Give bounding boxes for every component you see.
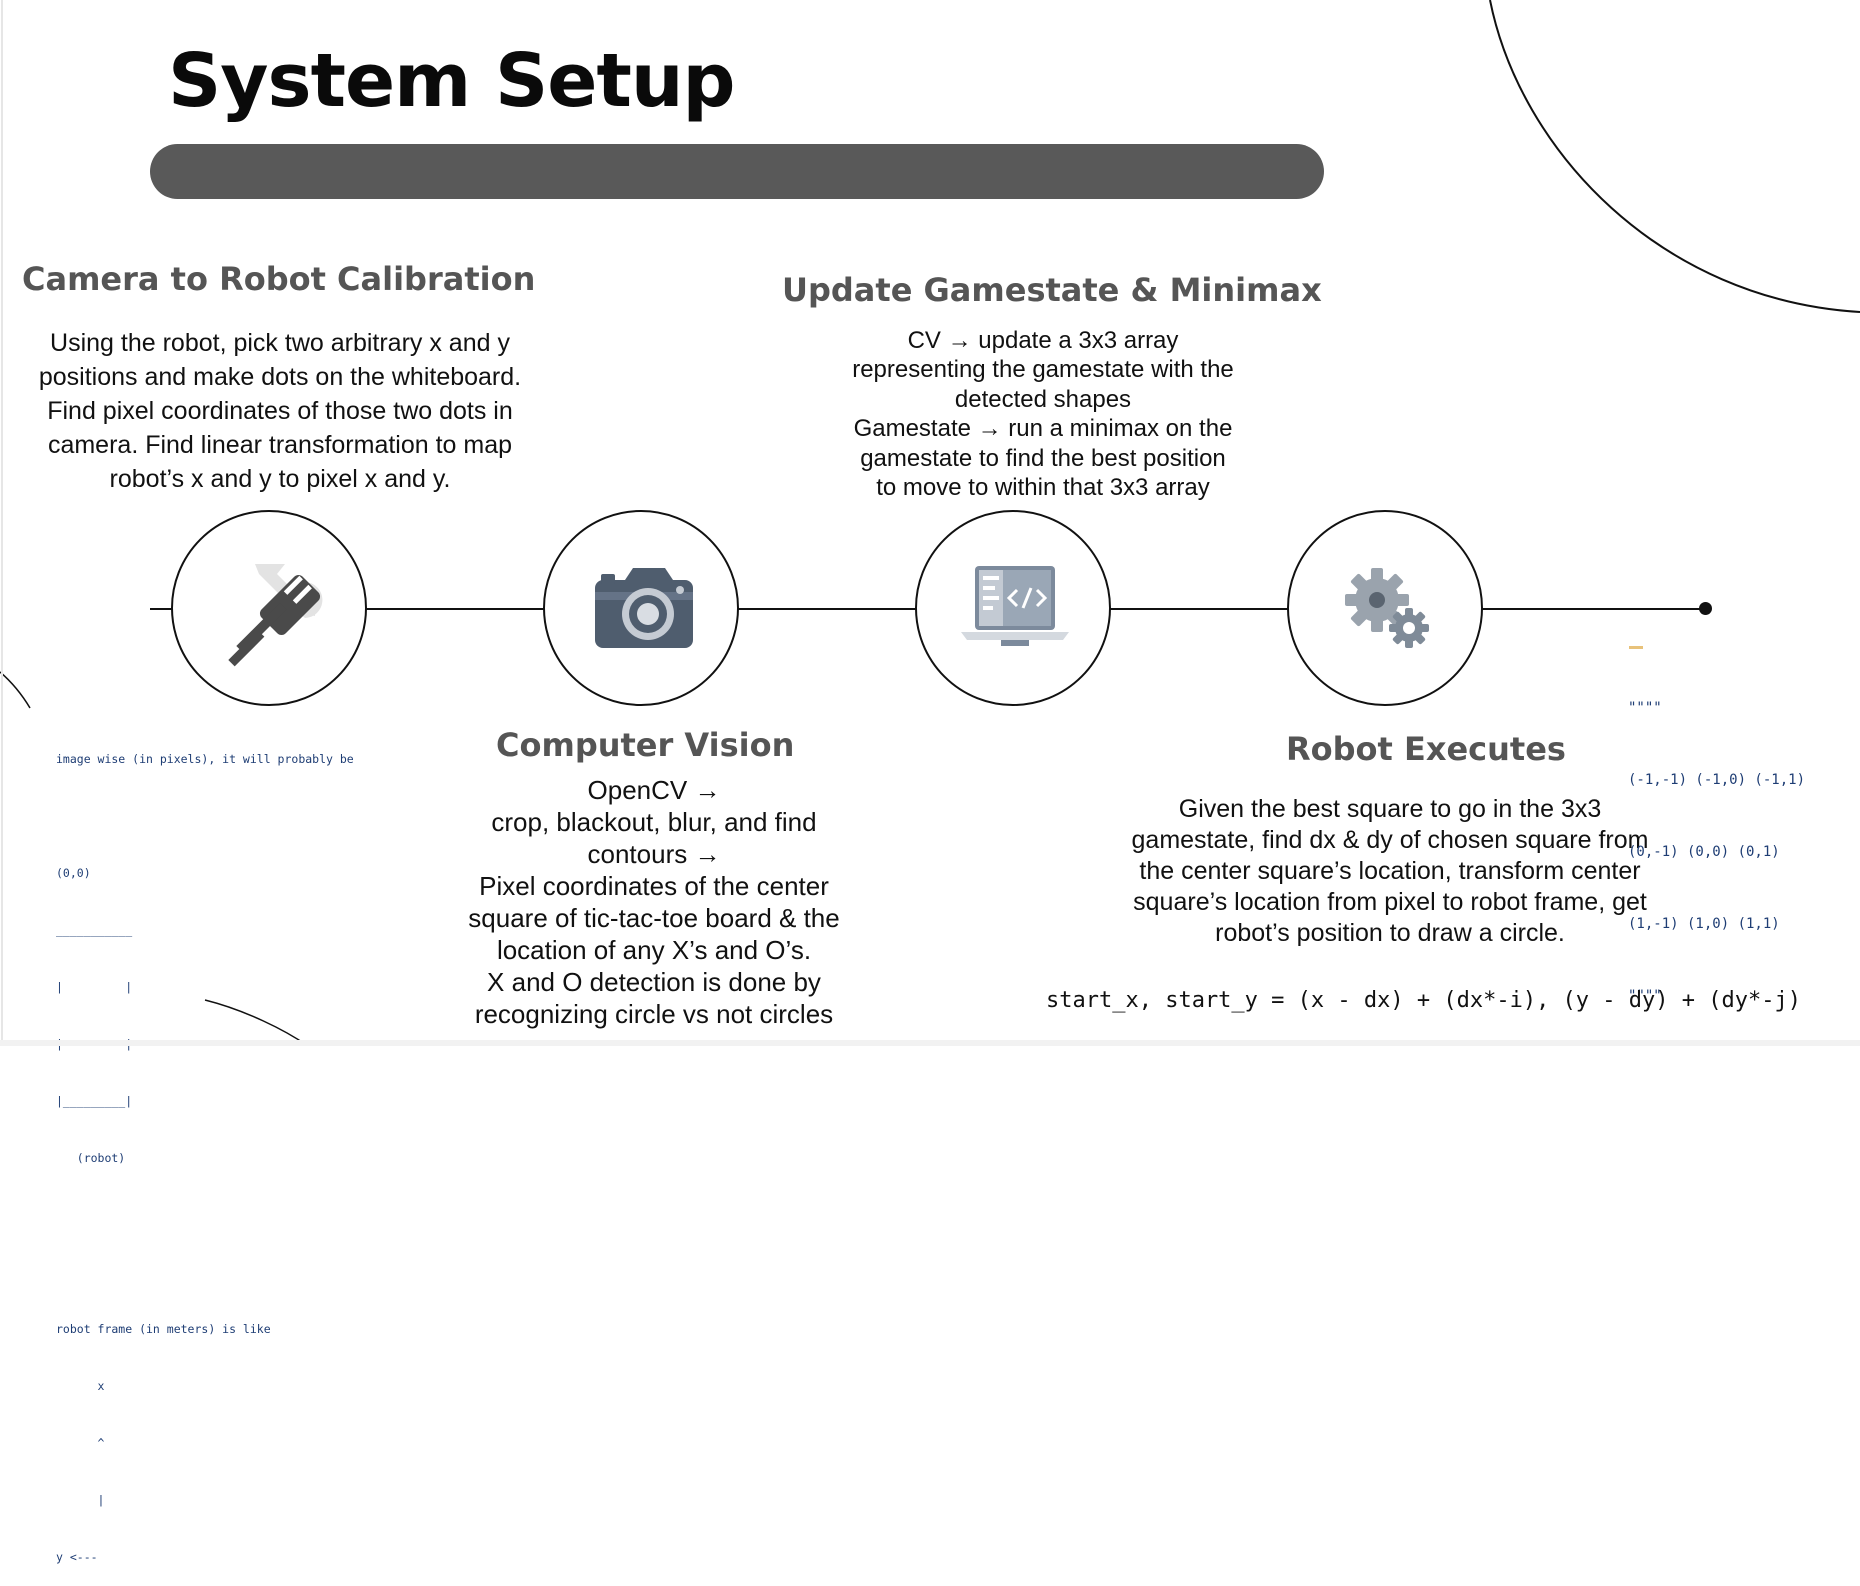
code-line: | (56, 1493, 105, 1507)
gamestate-heading: Update Gamestate & Minimax (782, 271, 1322, 309)
grid-code-cursor-mark (1629, 646, 1643, 649)
gamestate-line: Gamestate → run a minimax on the (853, 415, 1233, 443)
code-line: (1,-1) (1,0) (1,1) (1628, 916, 1780, 932)
code-line: y <--- (56, 1550, 98, 1564)
vision-line: recognizing circle vs not circles (474, 999, 834, 1029)
code-line: ^ (56, 1436, 105, 1450)
code-line: """" (1628, 988, 1662, 1004)
code-line: robot frame (in meters) is like (56, 1322, 271, 1336)
gears-icon (1345, 568, 1429, 648)
wrench-icon (228, 564, 323, 667)
gamestate-line: CV → update a 3x3 array (907, 327, 1179, 354)
code-line: (-1,-1) (-1,0) (-1,1) (1628, 772, 1806, 788)
execute-line: the center square’s location, transform … (1139, 857, 1641, 885)
execute-line: gamestate, find dx & dy of chosen square… (1131, 826, 1649, 854)
vision-line: crop, blackout, blur, and find (491, 807, 817, 837)
gamestate-line: gamestate to find the best position (860, 444, 1226, 472)
calibration-line: Find pixel coordinates of those two dots… (47, 397, 513, 425)
vision-heading: Computer Vision (496, 726, 795, 764)
timeline-end-dot (1699, 602, 1712, 615)
vision-line: contours → (587, 839, 721, 869)
execute-description: Given the best square to go in the 3x3 g… (1110, 794, 1670, 949)
code-line: (0,0) (56, 866, 91, 880)
code-line: (robot) (56, 1151, 126, 1165)
calibration-heading: Camera to Robot Calibration (22, 260, 536, 298)
gamestate-line: to move to within that 3x3 array (876, 474, 1210, 502)
calibration-line: robot’s x and y to pixel x and y. (109, 465, 451, 493)
vision-line: Pixel coordinates of the center (479, 871, 829, 901)
bottom-edge-strip (0, 1040, 1860, 1046)
vision-line: square of tic-tac-toe board & the (468, 903, 840, 933)
code-line (56, 807, 358, 826)
code-line: ___________ (56, 923, 133, 937)
vision-line: X and O detection is done by (487, 967, 821, 997)
vision-line: OpenCV → (587, 775, 721, 805)
offset-formula: start_x, start_y = (x - dx) + (dx*-i), (… (1046, 988, 1801, 1013)
camera-icon (595, 568, 693, 648)
laptop-code-icon (961, 566, 1069, 646)
code-line: image wise (in pixels), it will probably… (56, 752, 358, 766)
code-line: | | (56, 980, 133, 994)
decorative-curves (0, 0, 1860, 1046)
code-line (56, 1206, 358, 1225)
step-circle-gamestate (915, 510, 1111, 706)
vision-description: OpenCV → crop, blackout, blur, and find … (404, 774, 904, 1030)
code-line: """" (1628, 700, 1662, 716)
gamestate-description: CV → update a 3x3 array representing the… (800, 326, 1286, 502)
calibration-line: positions and make dots on the whiteboar… (38, 363, 522, 391)
code-line: x (56, 1379, 105, 1393)
title-bar (150, 144, 1324, 199)
vision-line: location of any X’s and O’s. (496, 935, 812, 965)
calibration-description: Using the robot, pick two arbitrary x an… (10, 326, 550, 496)
gamestate-line: detected shapes (954, 385, 1132, 413)
grid-code-snippet: """" (-1,-1) (-1,0) (-1,1) (0,-1) (0,0) … (1628, 648, 1805, 1032)
calibration-line: Using the robot, pick two arbitrary x an… (50, 329, 510, 357)
step-circle-calibration (171, 510, 367, 706)
execute-line: robot’s position to draw a circle. (1215, 919, 1565, 947)
calibration-line: camera. Find linear transformation to ma… (47, 431, 513, 459)
calibration-code-snippet: image wise (in pixels), it will probably… (56, 712, 358, 1586)
execute-line: square’s location from pixel to robot fr… (1133, 888, 1647, 916)
gamestate-line: representing the gamestate with the (852, 356, 1234, 384)
code-line: (0,-1) (0,0) (0,1) (1628, 844, 1780, 860)
step-circle-execute (1287, 510, 1483, 706)
execute-heading: Robot Executes (1286, 730, 1566, 768)
step-circle-vision (543, 510, 739, 706)
execute-line: Given the best square to go in the 3x3 (1178, 795, 1602, 823)
code-line: |_________| (56, 1094, 133, 1108)
code-line (56, 1263, 358, 1282)
page-title: System Setup (168, 38, 736, 124)
